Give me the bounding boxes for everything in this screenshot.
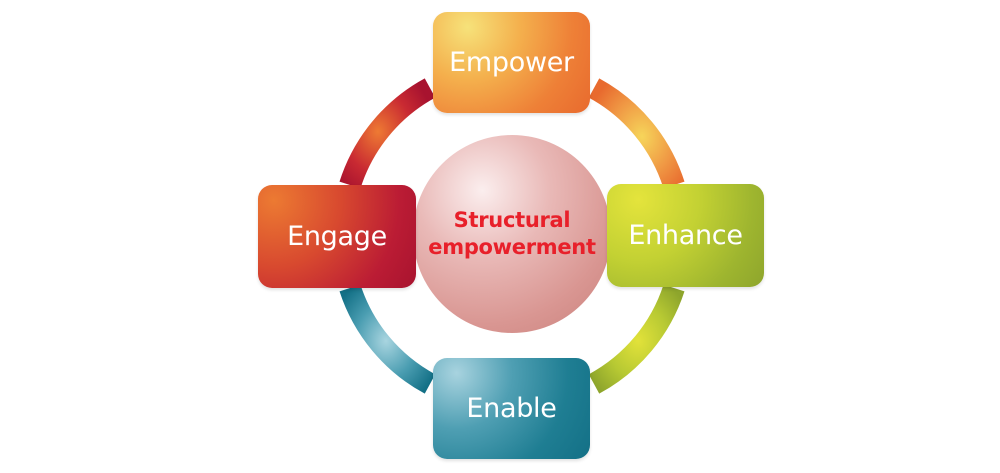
node-enhance-label: Enhance bbox=[628, 220, 743, 251]
node-engage-label: Engage bbox=[287, 221, 387, 252]
center-label-line1: Structural bbox=[453, 208, 571, 232]
center-sphere: Structural empowerment bbox=[413, 135, 611, 333]
node-engage: Engage bbox=[258, 185, 416, 288]
node-empower-label: Empower bbox=[449, 47, 574, 78]
node-enable-label: Enable bbox=[466, 393, 557, 424]
center-label-line2: empowerment bbox=[428, 235, 596, 259]
ring-segment-enhance-enable bbox=[588, 284, 685, 394]
ring-segment-empower-enhance bbox=[588, 78, 685, 189]
node-empower: Empower bbox=[433, 12, 590, 113]
ring-segment-enable-engage bbox=[339, 284, 436, 394]
ring-segment-engage-empower bbox=[339, 78, 436, 189]
node-enable: Enable bbox=[433, 358, 590, 459]
node-enhance: Enhance bbox=[607, 184, 764, 287]
